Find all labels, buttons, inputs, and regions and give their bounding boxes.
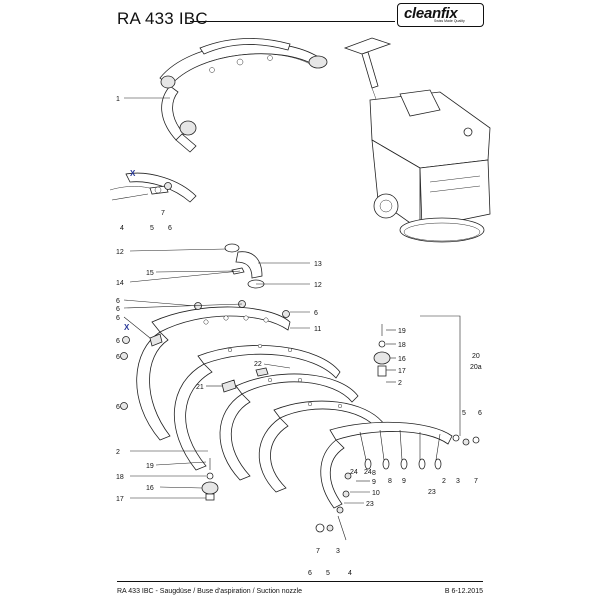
callout-3-a: 3 — [456, 478, 460, 485]
leader-lines — [123, 97, 461, 504]
squeegee-blades-illustration — [174, 343, 385, 493]
callout-labels: 1 X 4 5 7 6 12 13 15 14 12 6 6 6 6 11 X … — [116, 96, 482, 577]
callout-4: 4 — [120, 225, 124, 232]
callout-17-b: 17 — [116, 496, 124, 503]
header-rule — [190, 21, 395, 22]
brand-logo-text: cleanfix — [404, 5, 458, 22]
callout-5-c: 5 — [326, 570, 330, 577]
callout-16-a: 16 — [398, 356, 406, 363]
bolts-row — [359, 429, 442, 470]
callout-14: 14 — [116, 280, 124, 287]
callout-6-h: 6 — [116, 404, 120, 411]
callout-6-c: 6 — [116, 306, 120, 313]
callout-7-c: 7 — [316, 548, 320, 555]
callout-13: 13 — [314, 261, 322, 268]
callout-6-b: 6 — [116, 298, 120, 305]
callout-18-a: 18 — [398, 342, 406, 349]
scrubber-machine-illustration — [343, 37, 491, 243]
elbow-and-hose-parts — [224, 243, 265, 289]
callout-20a: 20a — [470, 364, 482, 371]
callout-6-i: 6 — [478, 410, 482, 417]
callout-2-b: 2 — [116, 449, 120, 456]
brand-logo-subtext: Swiss Made Quality — [434, 19, 465, 23]
callout-9-a: 9 — [402, 478, 406, 485]
callout-6: 6 — [168, 225, 172, 232]
callout-12-b: 12 — [314, 282, 322, 289]
callout-17-a: 17 — [398, 368, 406, 375]
footer-rule — [117, 581, 483, 582]
callout-5-b: 5 — [462, 410, 466, 417]
callout-4-b: 4 — [348, 570, 352, 577]
callout-3-b: 3 — [336, 548, 340, 555]
callout-6-f: 6 — [116, 338, 120, 345]
callout-23-b: 23 — [366, 501, 374, 508]
callout-15: 15 — [146, 270, 154, 277]
document-code: B 6-12.2015 — [444, 588, 483, 595]
document-title: RA 433 IBC — [117, 9, 208, 28]
callout-19-a: 19 — [398, 328, 406, 335]
callout-12-a: 12 — [116, 249, 124, 256]
callout-22: 22 — [254, 361, 262, 368]
callout-1: 1 — [116, 96, 120, 103]
callout-7: 7 — [161, 210, 165, 217]
callout-18-b: 18 — [116, 474, 124, 481]
callout-5: 5 — [150, 225, 154, 232]
callout-11: 11 — [314, 326, 321, 333]
callout-6-g: 6 — [116, 354, 120, 361]
wheel-assembly-right — [373, 324, 391, 377]
callout-21: 21 — [196, 384, 204, 391]
callout-6-j: 6 — [308, 570, 312, 577]
callout-10: 10 — [372, 490, 380, 497]
detail-x-top-illustration — [109, 172, 197, 203]
callout-2-c: 2 — [442, 478, 446, 485]
callout-6-d: 6 — [116, 315, 120, 322]
callout-9-b: 9 — [372, 479, 376, 486]
callout-24-a: 24 — [350, 469, 358, 476]
callout-detail-x-main: X — [124, 323, 130, 332]
callout-16-b: 16 — [146, 485, 154, 492]
nozzle-frame-illustration — [120, 300, 291, 441]
callout-8-b: 8 — [372, 470, 376, 477]
callout-23-a: 23 — [428, 489, 436, 496]
footer-caption: RA 433 IBC - Saugdüse / Buse d'aspiratio… — [117, 588, 303, 595]
nozzle-assembly-illustration — [159, 38, 328, 153]
callout-6-e: 6 — [314, 310, 318, 317]
callout-19-b: 19 — [146, 463, 154, 470]
rear-bracket-illustration — [315, 421, 480, 541]
callout-24-b: 24 — [364, 469, 372, 476]
callout-2-a: 2 — [398, 380, 402, 387]
brand-logo: cleanfix Swiss Made Quality — [397, 3, 484, 27]
callout-20: 20 — [472, 353, 480, 360]
callout-detail-x-top: X — [130, 169, 136, 178]
callout-7-b: 7 — [474, 478, 478, 485]
wheel-assembly-left — [201, 458, 219, 501]
callout-8-a: 8 — [388, 478, 392, 485]
